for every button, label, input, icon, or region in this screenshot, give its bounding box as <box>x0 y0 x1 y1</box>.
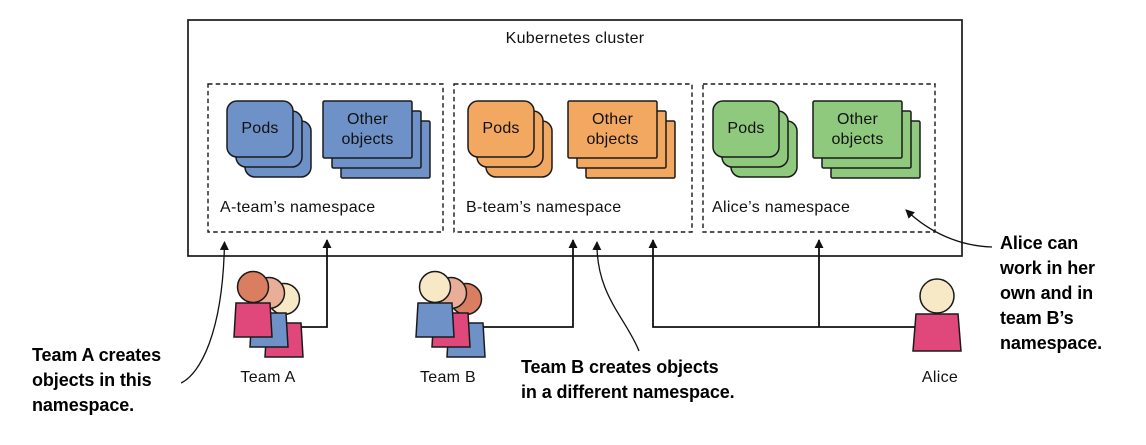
pods-card-front <box>712 100 780 158</box>
team-b-figure <box>415 270 486 358</box>
leader-arrow-team-a-annotation <box>180 241 229 384</box>
person-body <box>912 313 962 352</box>
pods-card-label-a-team: Pods <box>241 120 279 137</box>
pods-stack-b-team <box>467 100 553 178</box>
actor-label-team-a: Team A <box>240 369 296 386</box>
alice-figure <box>912 278 962 352</box>
other-objects-stack-a-team <box>322 100 431 179</box>
annotation-team-b: Team B creates objects in a different na… <box>521 357 735 402</box>
other-objects-card-label-alice: Other objects <box>831 110 884 148</box>
connector-team-b-to-namespace <box>455 239 578 328</box>
person-head <box>418 270 452 304</box>
actor-label-team-b: Team B <box>419 369 477 386</box>
other-card-front <box>567 100 658 159</box>
pods-card-label-b-team: Pods <box>482 120 520 137</box>
annotation-alice: Alice can work in her own and in team B’… <box>1000 233 1103 353</box>
pods-card-front <box>226 100 294 158</box>
person-head <box>919 278 955 314</box>
namespace-box-alice <box>702 83 936 233</box>
other-objects-card-label-b-team: Other objects <box>586 110 639 148</box>
actor-label-alice: Alice <box>921 369 959 386</box>
leader-arrow-alice-annotation <box>905 209 993 248</box>
connector-alice-to-b-team-namespace <box>648 239 936 328</box>
cluster-title: Kubernetes cluster <box>505 30 645 47</box>
leader-arrow-team-b-annotation <box>592 241 640 352</box>
team-a-figure <box>233 270 304 358</box>
pods-stack-alice <box>712 100 798 178</box>
namespace-box-a-team <box>207 83 444 233</box>
other-objects-stack-b-team <box>567 100 676 179</box>
pods-card-label-alice: Pods <box>727 120 765 137</box>
pods-stack-a-team <box>226 100 312 178</box>
other-objects-card-label-a-team: Other objects <box>341 110 394 148</box>
namespace-label-alice: Alice’s namespace <box>712 199 851 216</box>
namespace-label-b-team: B-team’s namespace <box>466 199 622 216</box>
person-body <box>415 302 455 338</box>
person-head <box>236 270 270 304</box>
other-objects-stack-alice <box>812 100 921 179</box>
pods-card-front <box>467 100 535 158</box>
other-card-front <box>812 100 903 159</box>
namespace-label-a-team: A-team’s namespace <box>220 199 376 216</box>
namespace-box-b-team <box>453 83 693 233</box>
person-body <box>233 302 273 338</box>
other-card-front <box>322 100 413 159</box>
annotation-team-a: Team A creates objects in this namespace… <box>32 345 162 415</box>
